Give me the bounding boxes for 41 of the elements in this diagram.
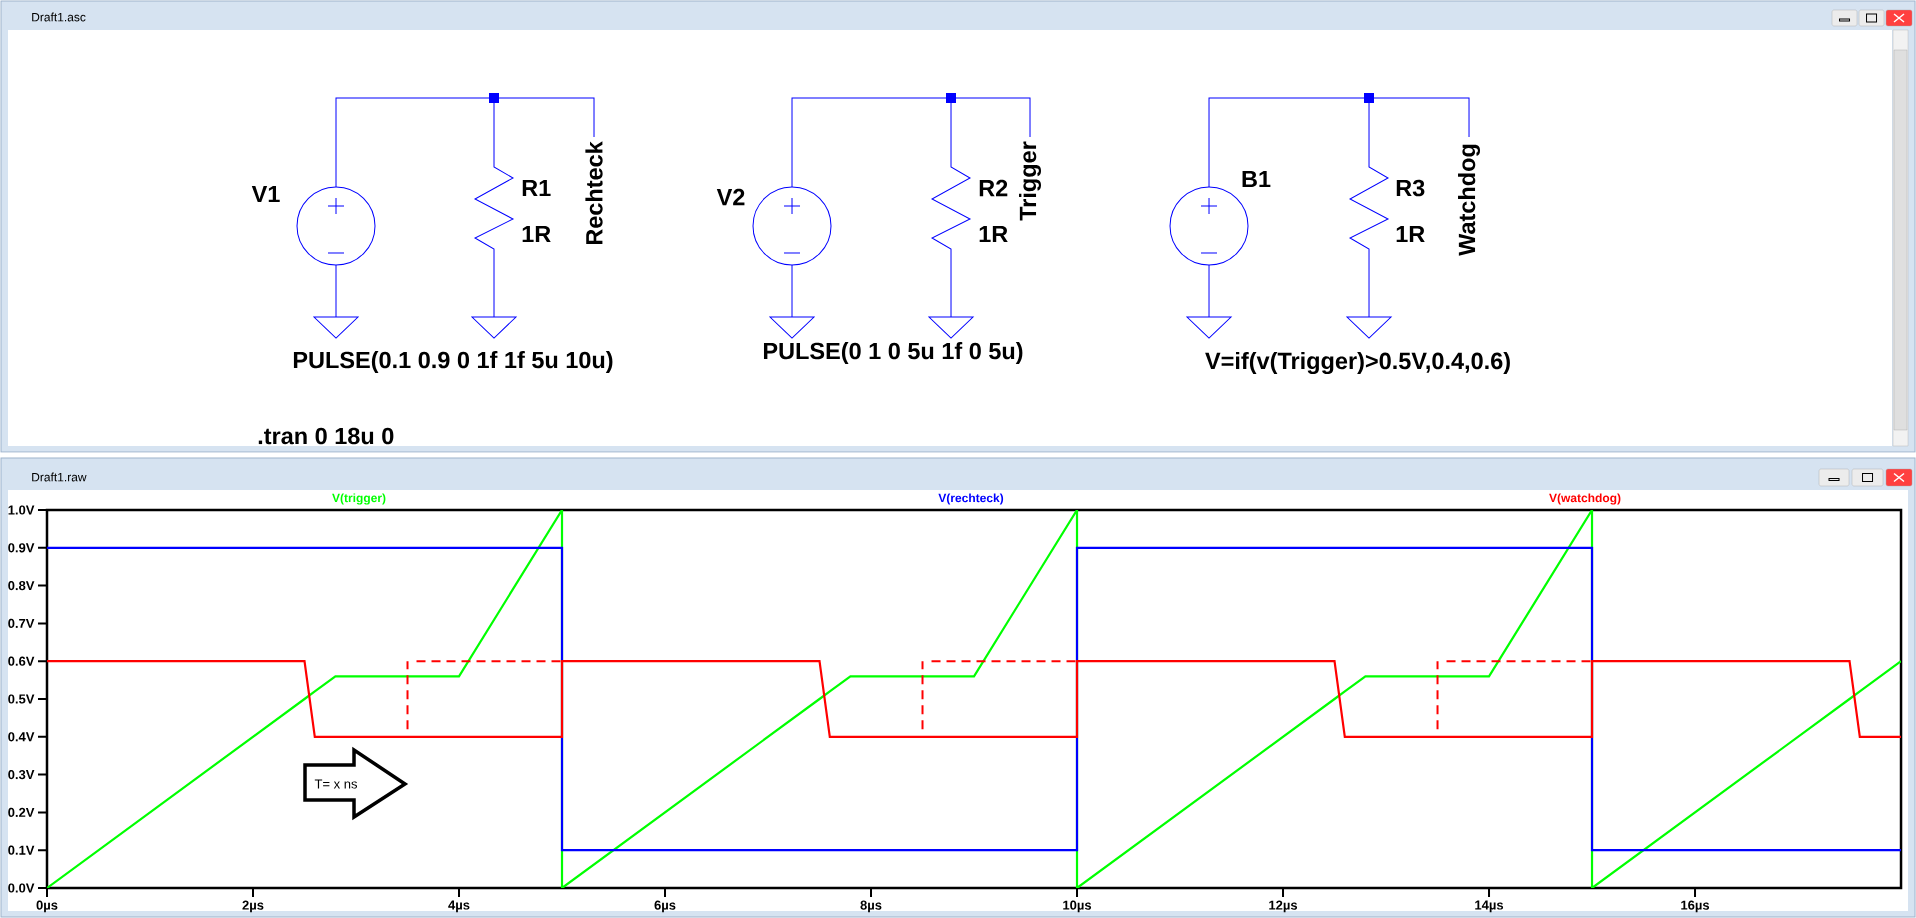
y-tick-label: 1.0V <box>8 505 35 515</box>
x-tick-label: 6µs <box>654 900 676 913</box>
y-tick-label: 0.4V <box>8 732 35 742</box>
series-label: V(watchdog) <box>1549 493 1621 505</box>
y-tick-label: 0.7V <box>8 618 35 628</box>
component-label: R2 <box>979 179 1008 197</box>
value-label: 1R <box>522 225 551 243</box>
y-tick-label: 0.6V <box>8 656 35 666</box>
spice-directive: .tran 0 18u 0 <box>258 427 394 445</box>
component-label: V1 <box>251 185 280 203</box>
y-tick-label: 0.9V <box>8 543 35 553</box>
y-tick-label: 0.2V <box>8 807 35 817</box>
value-label: 1R <box>979 225 1008 243</box>
y-tick-label: 0.8V <box>8 580 35 591</box>
component-label: B1 <box>1242 170 1271 188</box>
y-tick-label: 0.1V <box>8 845 35 855</box>
x-tick-label: 10µs <box>1063 900 1092 913</box>
window-title: Draft1.raw <box>32 472 87 482</box>
source-value: PULSE(0.1 0.9 0 1f 1f 5u 10u) <box>293 351 613 373</box>
net-label: Rechteck <box>585 141 603 245</box>
component-label: V2 <box>716 188 745 206</box>
net-label: Trigger <box>1019 141 1041 221</box>
series-label: V(rechteck) <box>938 493 1004 505</box>
x-tick-label: 12µs <box>1269 900 1298 913</box>
source-value: V=if(v(Trigger)>0.5V,0.4,0.6) <box>1205 352 1510 374</box>
x-tick-label: 0µs <box>36 900 58 913</box>
value-label: 1R <box>1396 225 1425 243</box>
y-tick-label: 0.5V <box>8 694 35 704</box>
y-tick-label: 0.0V <box>8 883 35 893</box>
net-label: Watchdog <box>1458 144 1480 256</box>
x-tick-label: 4µs <box>448 900 470 913</box>
x-tick-label: 2µs <box>242 900 264 913</box>
x-tick-label: 16µs <box>1681 900 1710 913</box>
component-label: R1 <box>522 179 551 197</box>
x-tick-label: 14µs <box>1475 900 1504 913</box>
series-label: V(trigger) <box>332 493 386 505</box>
y-tick-label: 0.3V <box>8 769 35 780</box>
component-label: R3 <box>1396 179 1425 197</box>
window-title: Draft1.asc <box>32 12 86 22</box>
x-tick-label: 8µs <box>860 900 882 913</box>
source-value: PULSE(0 1 0 5u 1f 0 5u) <box>764 342 1023 364</box>
